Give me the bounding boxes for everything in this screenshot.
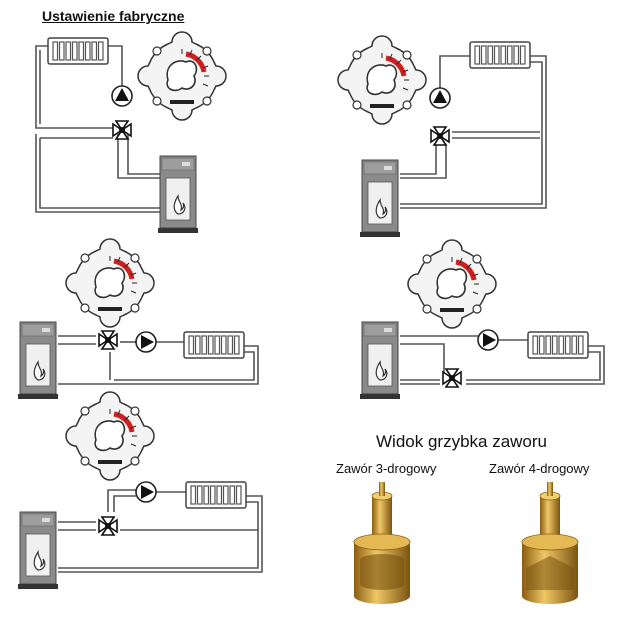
mixing-valve-icon: [98, 516, 118, 536]
diagram-middle-right: [400, 335, 605, 385]
mixing-valve-icon: [442, 368, 462, 388]
pump-icon: [135, 331, 157, 353]
valve-plug-3way: [353, 482, 411, 604]
valve-plug-4way: [521, 482, 579, 604]
valve-dial-icon: [338, 36, 426, 124]
valve-3way-label: Zawór 3-drogowy: [336, 461, 437, 476]
mixing-valve-icon: [430, 126, 450, 146]
valve-dial-icon: [66, 392, 154, 480]
pump-icon: [111, 85, 133, 107]
boiler-icon: [17, 511, 59, 590]
mixing-valve-icon: [98, 330, 118, 350]
diagram-top-right: [400, 55, 547, 209]
boiler-icon: [359, 321, 401, 400]
pump-icon: [135, 481, 157, 503]
valve-dial-icon: [66, 239, 154, 327]
valve-dial-icon: [138, 32, 226, 120]
valve-4way-label: Zawór 4-drogowy: [489, 461, 590, 476]
boiler-icon: [17, 321, 59, 400]
radiator-icon: [527, 331, 589, 359]
pump-icon: [477, 329, 499, 351]
diagram-middle-left: [58, 335, 259, 385]
radiator-icon: [47, 37, 109, 65]
radiator-icon: [183, 331, 245, 359]
valve-dial-icon: [408, 240, 496, 328]
pump-icon: [429, 87, 451, 109]
diagram-bottom-left: [58, 489, 263, 573]
diagram-top-left: [35, 45, 160, 213]
factory-setting-title: Ustawienie fabryczne: [42, 8, 185, 24]
radiator-icon: [469, 41, 531, 69]
radiator-icon: [185, 481, 247, 509]
boiler-icon: [157, 155, 199, 234]
boiler-icon: [359, 159, 401, 238]
valve-plug-view-title: Widok grzybka zaworu: [376, 432, 548, 451]
